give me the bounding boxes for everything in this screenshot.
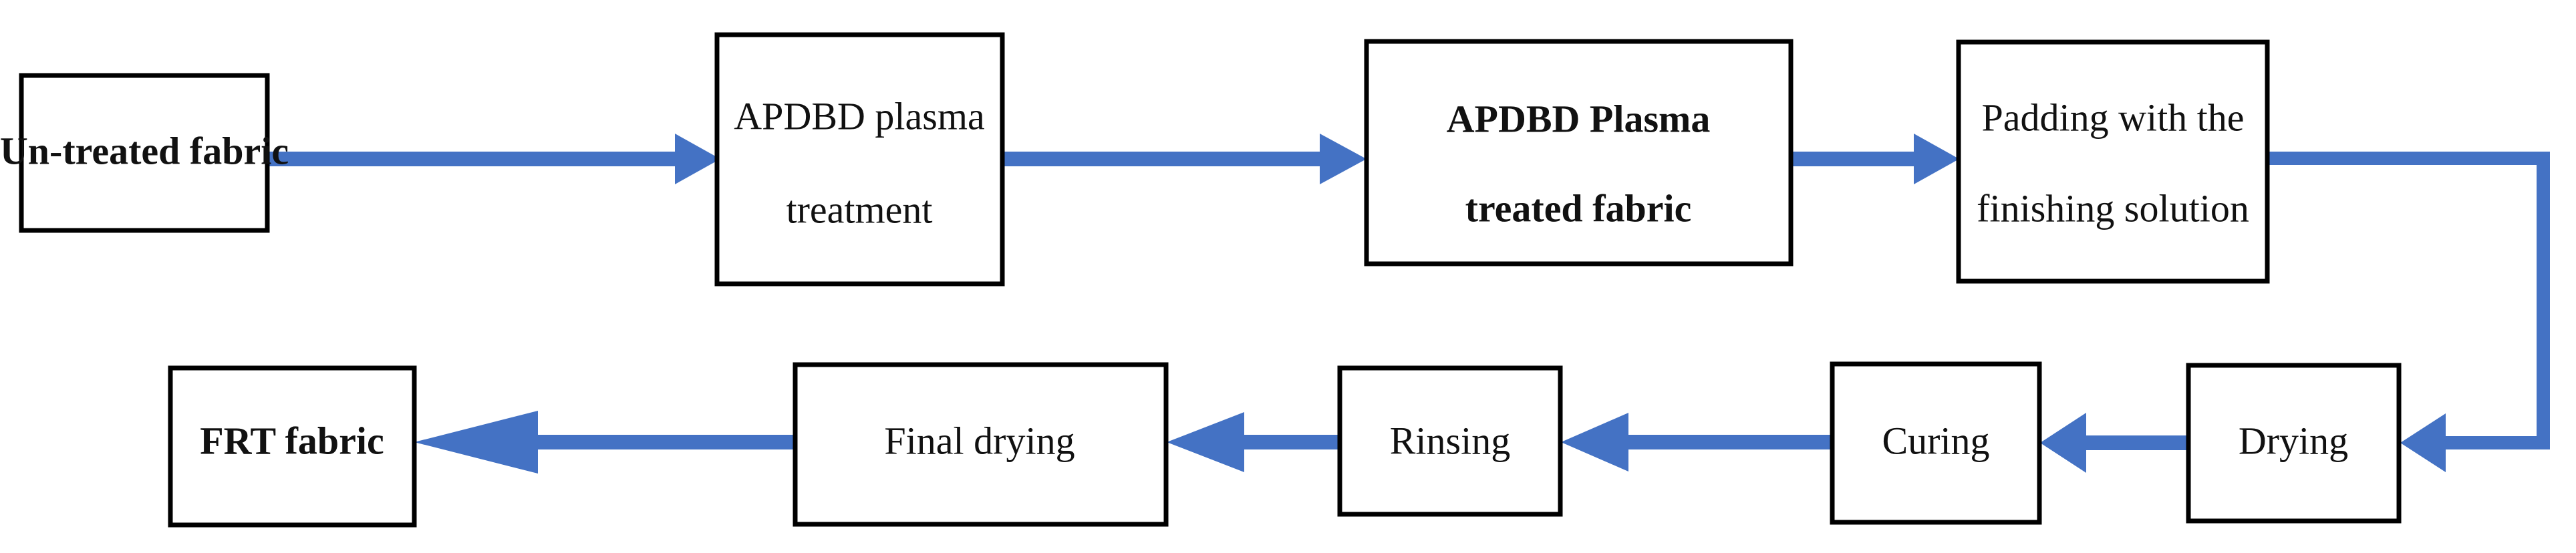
node-box[interactable] <box>168 365 417 528</box>
arrowhead-right-icon <box>675 134 720 184</box>
arrowhead-left-icon <box>1167 412 1244 472</box>
node-apdbd-plasma-treated-fabric[interactable]: APDBD Plasma treated fabric <box>1364 39 1794 266</box>
connector-curing-to-rinsing <box>1561 413 1832 472</box>
connector-plasma-treatment-to-treated-fabric <box>1004 134 1367 184</box>
node-label-line: Un-treated fabric <box>0 129 289 172</box>
node-box[interactable] <box>714 32 1005 287</box>
node-label-line: treated fabric <box>1465 186 1692 230</box>
node-label-line: APDBD plasma <box>734 94 984 138</box>
node-label-line: Final drying <box>884 419 1075 462</box>
node-label-line: Padding with the <box>1981 96 2244 139</box>
arrowhead-right-icon <box>1320 134 1367 184</box>
node-padding-finishing-solution[interactable]: Padding with the finishing solution <box>1956 39 2270 284</box>
connector-elbow-path <box>2267 152 2550 449</box>
arrowhead-left-icon <box>414 411 538 474</box>
arrowhead-left-icon <box>2040 413 2086 473</box>
node-curing[interactable]: Curing <box>1830 361 2042 525</box>
connector-rinsing-to-final-drying <box>1167 412 1339 472</box>
node-drying[interactable]: Drying <box>2186 363 2402 524</box>
arrowhead-left-icon <box>1561 413 1628 472</box>
connector-untreated-to-plasma-treatment <box>269 134 720 184</box>
node-frt-fabric[interactable]: FRT fabric <box>168 365 417 528</box>
node-label-line: treatment <box>786 188 932 231</box>
connector-final-drying-to-frt-fabric <box>414 411 795 474</box>
connector-treated-fabric-to-padding <box>1793 134 1959 184</box>
connectors-layer <box>269 134 2550 474</box>
nodes-layer: Un-treated fabric APDBD plasma treatment… <box>0 32 2402 528</box>
node-label-line: APDBD Plasma <box>1447 97 1711 140</box>
arrowhead-left-icon <box>2400 413 2446 472</box>
node-box[interactable] <box>1956 39 2270 284</box>
connector-padding-to-drying <box>2267 152 2550 472</box>
node-label-line: Rinsing <box>1390 419 1511 462</box>
node-box[interactable] <box>1364 39 1794 266</box>
node-label-line: Drying <box>2239 419 2348 462</box>
node-apdbd-plasma-treatment[interactable]: APDBD plasma treatment <box>714 32 1005 287</box>
node-label-line: finishing solution <box>1977 186 2249 230</box>
node-untreated-fabric[interactable]: Un-treated fabric <box>0 73 289 233</box>
node-box[interactable] <box>793 362 1169 527</box>
node-box[interactable] <box>1337 365 1563 517</box>
node-box[interactable] <box>1830 361 2042 525</box>
connector-drying-to-curing <box>2040 413 2188 473</box>
node-rinsing[interactable]: Rinsing <box>1337 365 1563 517</box>
arrowhead-right-icon <box>1914 134 1959 184</box>
node-label-line: Curing <box>1882 419 1989 462</box>
node-label-line: FRT fabric <box>200 419 384 462</box>
node-final-drying[interactable]: Final drying <box>793 362 1169 527</box>
node-box[interactable] <box>19 73 270 233</box>
node-box[interactable] <box>2186 363 2402 524</box>
